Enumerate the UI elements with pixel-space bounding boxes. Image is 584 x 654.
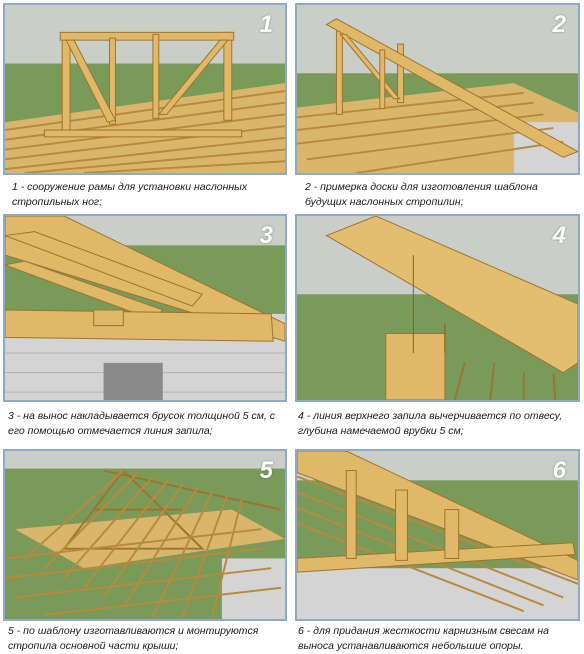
step-4-illustration: 4 xyxy=(295,214,580,402)
step-6-illustration: 6 xyxy=(295,449,580,621)
step-2-caption: 2 - примерка доски для изготовления шабл… xyxy=(305,181,538,208)
step-3-illustration: 3 xyxy=(3,214,287,402)
step-2-illustration: 2 xyxy=(295,3,580,175)
step-number: 1 xyxy=(259,11,273,38)
step-1-illustration: 1 xyxy=(3,3,287,175)
step-number: 3 xyxy=(259,222,273,249)
step-5-illustration: 5 xyxy=(3,449,287,621)
step-5-caption: 5 - по шаблону изготавливаются и монтиру… xyxy=(8,625,259,652)
step-1-caption: 1 - сооружение рамы для установки наслон… xyxy=(12,181,248,208)
step-number: 5 xyxy=(259,457,273,484)
plumb-cut-line-drawing xyxy=(297,216,578,400)
step-4-caption: 4 - линия верхнего запила вычерчивается … xyxy=(298,410,563,437)
step-number: 2 xyxy=(552,11,566,38)
eave-block-marking-drawing xyxy=(5,216,285,400)
main-rafters-installation-drawing xyxy=(5,451,285,619)
frame-construction-drawing xyxy=(5,5,285,173)
template-board-fitting-drawing xyxy=(297,5,578,173)
eave-supports-drawing xyxy=(297,451,578,619)
step-number: 4 xyxy=(552,222,566,249)
step-number: 6 xyxy=(552,457,566,484)
step-6-caption: 6 - для придания жесткости карнизным све… xyxy=(298,625,549,652)
step-3-caption: 3 - на вынос накладывается брусок толщин… xyxy=(8,410,275,437)
